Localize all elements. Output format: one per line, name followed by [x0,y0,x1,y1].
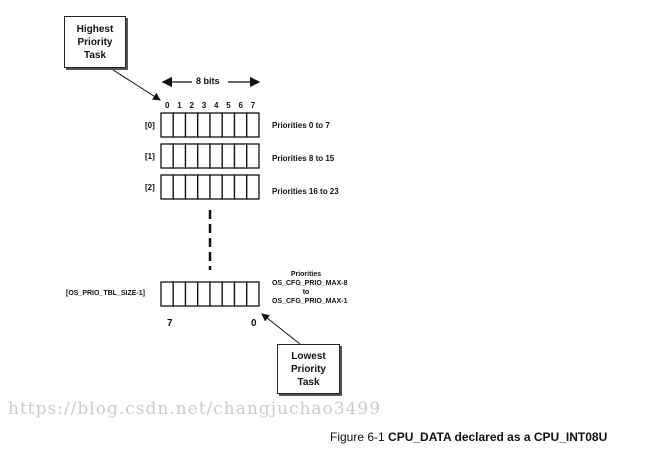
bit-cell [246,174,260,200]
bit-cell [246,281,260,307]
bit-cell [233,112,248,138]
bit-cell [184,281,199,307]
bit-cell [209,112,223,138]
bit-cell [233,281,248,307]
box-line: Priority [77,36,113,48]
watermark: https://blog.csdn.net/changjuchao3499 [8,399,382,419]
bit-number: 5 [226,101,231,110]
bit-cell [172,112,187,138]
highest-arrow [106,65,161,101]
row-index: [0] [145,121,155,130]
label-line: OS_CFG_PRIO_MAX-1 [272,298,348,305]
bit-cell [209,143,223,169]
bit-cell [197,174,211,200]
caption-title: CPU_DATA declared as a CPU_INT08U [388,430,608,444]
bit-cell [246,112,260,138]
lowest-priority-box: Lowest Priority Task [277,344,340,394]
width-label: 8 bits [196,76,220,86]
row-priorities-label: Priorities 0 to 7 [272,121,330,130]
last-row-index: [OS_PRIO_TBL_SIZE-1] [66,290,145,297]
bit-cell [197,143,211,169]
row-priorities-label: Priorities 16 to 23 [272,187,339,196]
figure-caption: Figure 6-1 CPU_DATA declared as a CPU_IN… [330,430,607,444]
bit-cell [184,143,199,169]
last-row-label: Priorities OS_CFG_PRIO_MAX-8 to OS_CFG_P… [272,270,348,306]
bit-cell [233,143,248,169]
bit-cell [160,281,174,307]
box-line: Task [297,376,320,388]
bit-number: 0 [165,101,170,110]
bit-cell [172,174,187,200]
box-line: Priority [290,363,326,375]
row-index: [1] [145,152,155,161]
bit-cell [197,281,211,307]
bit-number: 6 [238,101,243,110]
bit-number: 2 [189,101,194,110]
bit-cell [221,174,236,200]
label-line: Priorities [290,271,322,278]
highest-priority-box: Highest Priority Task [64,16,126,68]
label-line: to [302,289,310,296]
bit-cell [209,174,223,200]
bit-cell [221,281,236,307]
bit-cell [172,281,187,307]
bit-number: 7 [250,101,256,110]
bit-number: 3 [201,101,207,110]
bit-cell [172,143,187,169]
bit-cell [160,112,174,138]
last-row-left-bit: 7 [167,318,173,329]
row-index: [2] [145,183,155,192]
last-row-right-bit: 0 [251,318,257,329]
row-priorities-label: Priorities 8 to 15 [272,154,335,163]
bit-cell [197,112,211,138]
bit-cell [160,174,174,200]
bit-number: 1 [177,101,182,110]
bit-cell [246,143,260,169]
label-line: OS_CFG_PRIO_MAX-8 [272,280,348,287]
bit-cell [221,112,236,138]
bit-cell [160,143,174,169]
bit-cell [221,143,236,169]
lowest-arrow [261,313,301,345]
bit-cell [233,174,248,200]
bit-cell [209,281,223,307]
bit-cell [184,174,199,200]
box-line: Highest [76,23,114,35]
bit-number: 4 [214,101,219,110]
box-line: Lowest [291,350,326,362]
box-line: Task [83,49,107,61]
caption-prefix: Figure 6-1 [330,430,385,444]
bit-cell [184,112,199,138]
